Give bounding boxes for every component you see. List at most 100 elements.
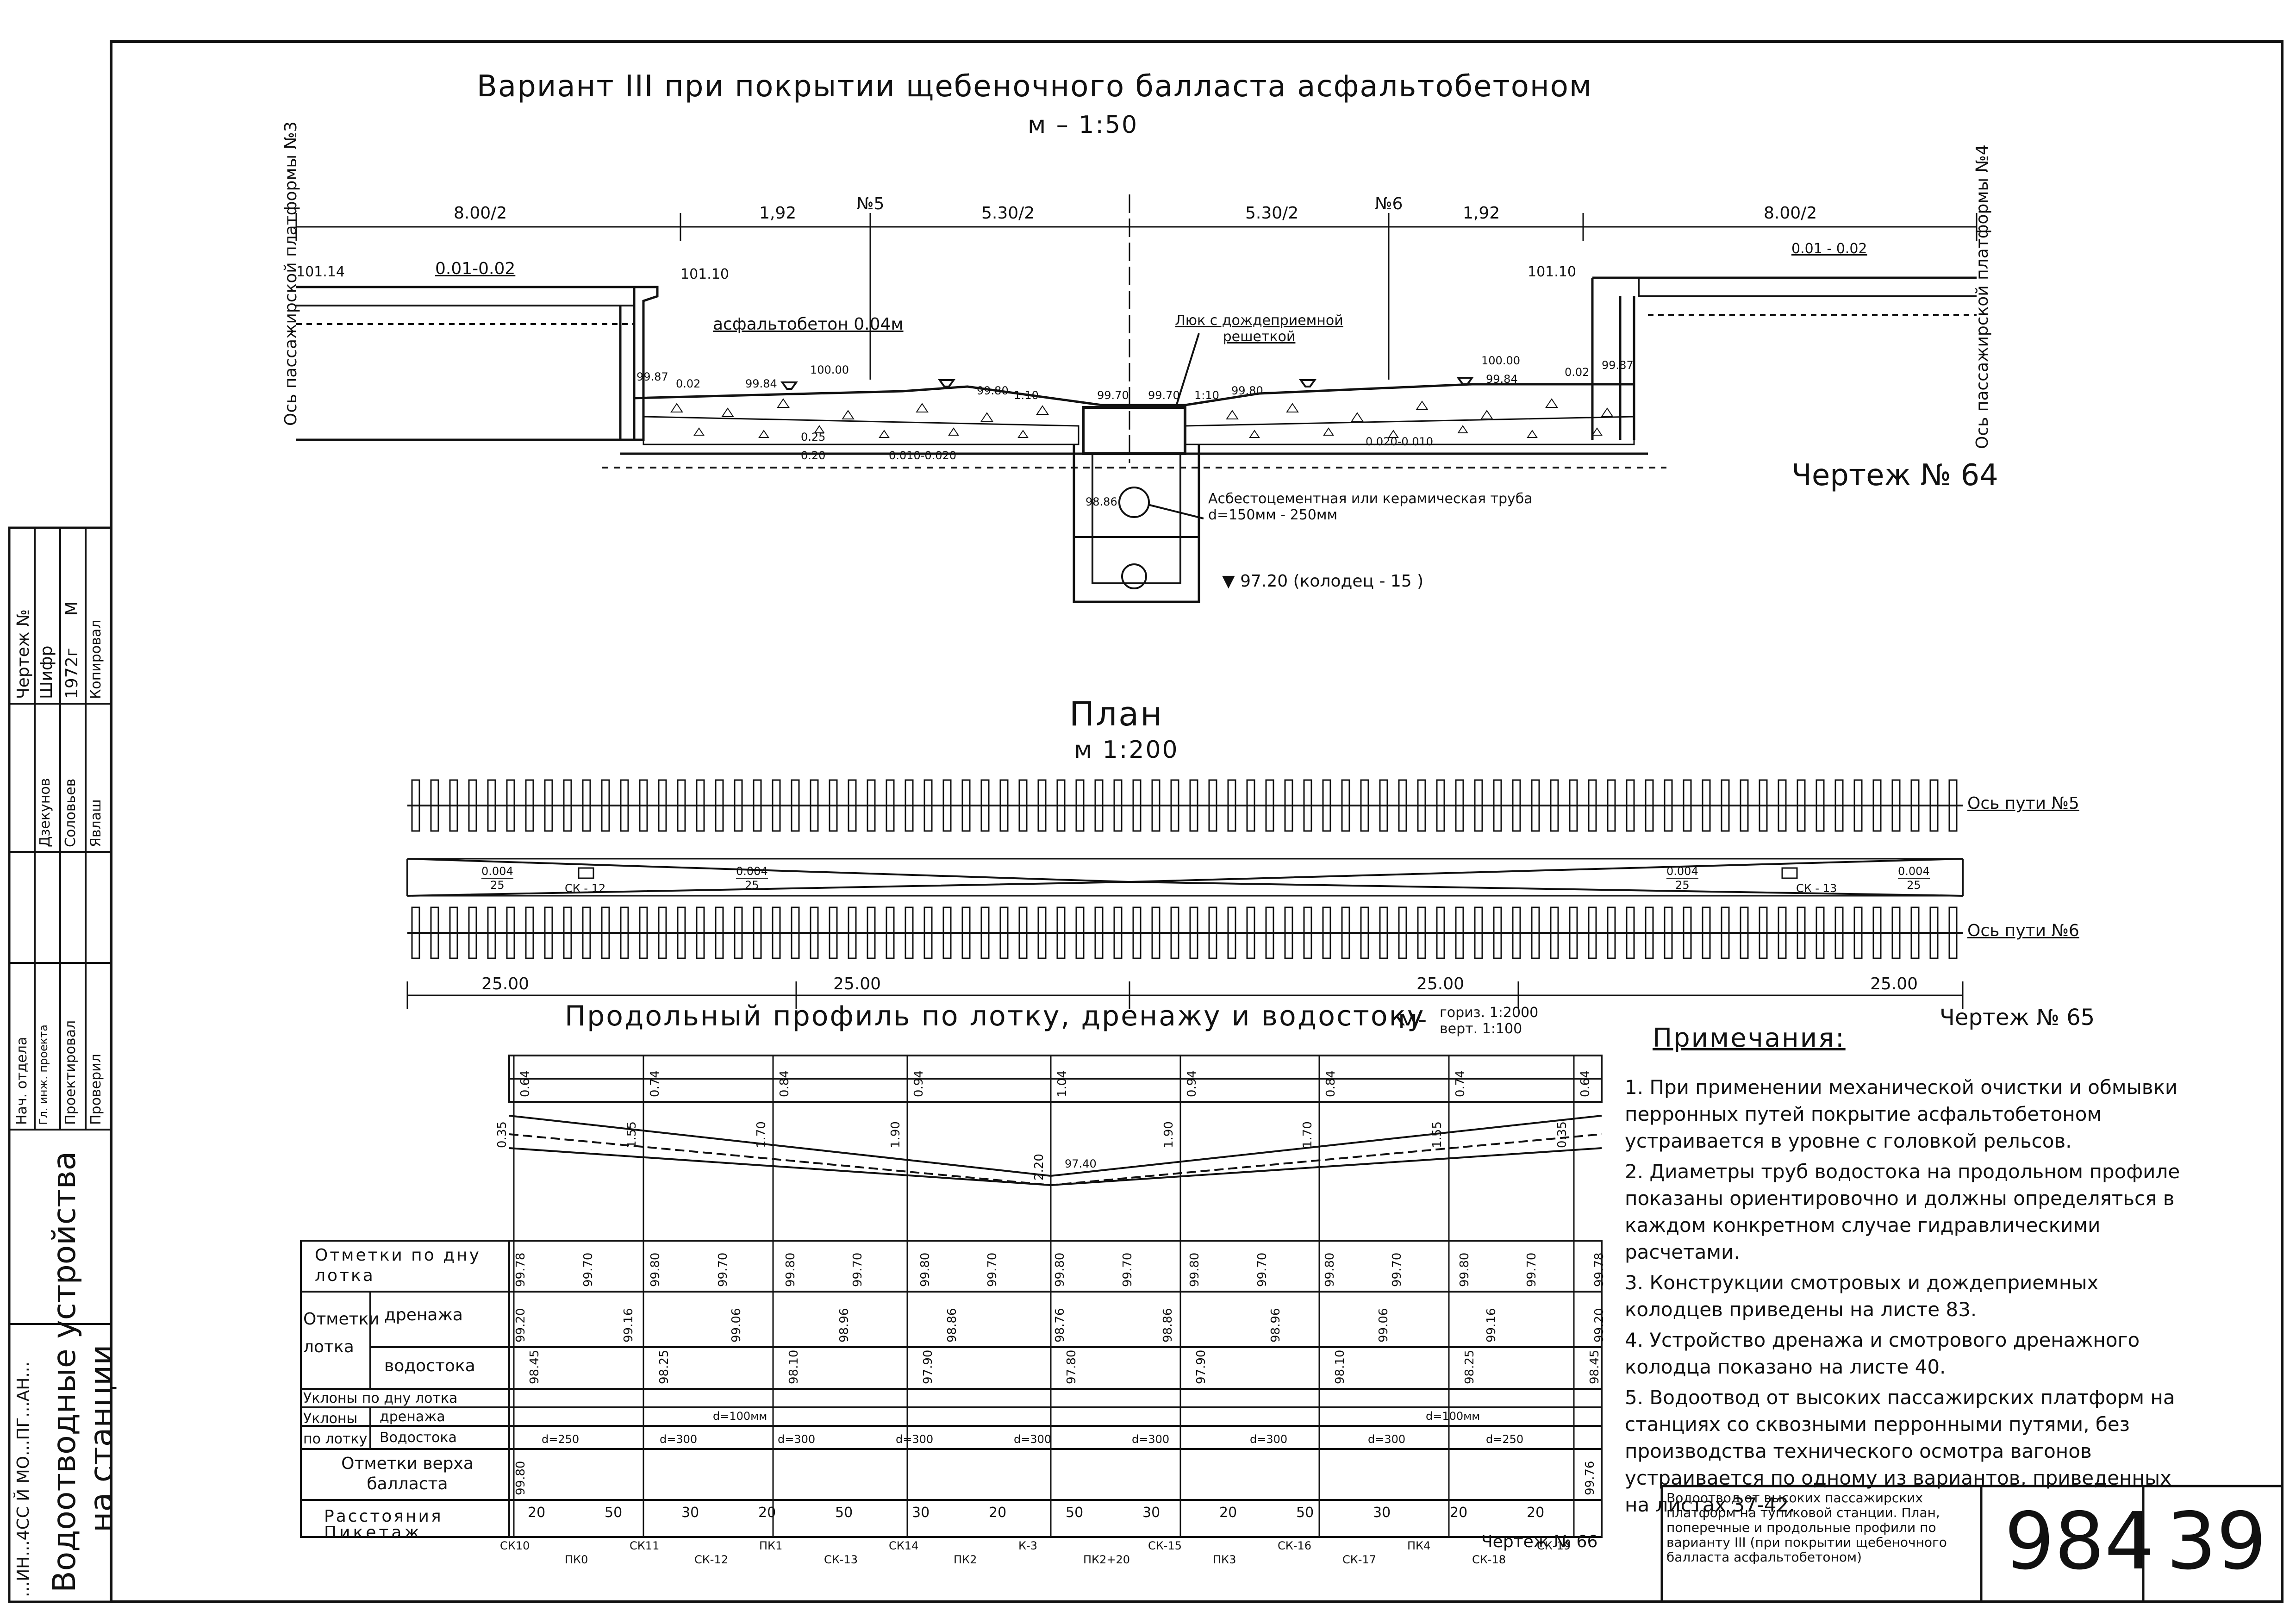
sleeper <box>1550 906 1559 959</box>
plan-title: План <box>1069 694 1164 733</box>
ballast-start-value: 99.80 <box>514 1461 528 1495</box>
sleeper <box>1778 779 1787 832</box>
sleeper <box>487 779 496 832</box>
sleeper <box>980 906 990 959</box>
sleeper <box>601 906 610 959</box>
sleeper <box>1816 779 1825 832</box>
drawing-title: Вариант III при покрытии щебеночного бал… <box>477 69 1593 104</box>
sleeper <box>525 779 534 832</box>
storm-elev-value: 98.10 <box>787 1349 801 1384</box>
plan-dim-2: 25.00 <box>833 974 881 993</box>
picket-label: СК-12 <box>694 1553 728 1566</box>
layer-2: 0.20 <box>801 449 826 462</box>
elev-b: 0.02 <box>676 377 701 390</box>
depth-top-label: 0.84 <box>1324 1070 1338 1097</box>
sleeper <box>1398 779 1407 832</box>
tray-bottom-value: 99.70 <box>1255 1252 1269 1287</box>
depth-top-label: 0.94 <box>1185 1070 1199 1097</box>
dim-8: 8.00/2 <box>1764 204 1817 223</box>
tray-bottom-value: 99.78 <box>1592 1252 1606 1287</box>
sleeper <box>1455 906 1464 959</box>
drain-elev-value: 99.20 <box>1592 1308 1606 1343</box>
sleeper <box>1170 779 1179 832</box>
depth-top-label: 0.64 <box>518 1070 532 1097</box>
sleeper <box>1151 779 1160 832</box>
sleeper <box>1246 779 1255 832</box>
stamp-number: 984 <box>2004 1496 2155 1587</box>
sleeper <box>1246 906 1255 959</box>
note-5: 5. Водоотвод от высоких пассажирских пла… <box>1625 1386 2175 1516</box>
sleeper <box>1037 906 1047 959</box>
distance-value: 50 <box>1296 1505 1314 1521</box>
sleeper <box>620 906 629 959</box>
project-code: ...ИН...4СС Й МО...ПГ...АН... <box>14 1362 33 1597</box>
tray-bottom-value: 99.80 <box>918 1252 932 1287</box>
depth-mid-label: 1.55 <box>1430 1121 1444 1148</box>
drain-elev-value: 98.96 <box>1269 1308 1283 1343</box>
name-2: Соловьев <box>62 778 79 847</box>
sleeper <box>1853 779 1863 832</box>
sleeper <box>848 906 857 959</box>
row-label-distance: Расстояния <box>324 1507 443 1526</box>
sleeper <box>886 906 895 959</box>
storm-pipe-diameter: d=300 <box>778 1433 816 1446</box>
name-1: Дзекунов <box>37 778 53 847</box>
sleeper <box>1929 779 1939 832</box>
elev-right-edge: 101.10 <box>1528 264 1576 280</box>
project-title-2: на станции <box>83 1344 120 1532</box>
pipe-label: Асбестоцементная или керамическая труба … <box>1208 491 1533 523</box>
sleeper <box>1588 779 1597 832</box>
sleeper <box>1607 779 1616 832</box>
picket-label: СК11 <box>630 1539 660 1552</box>
storm-elev-value: 97.90 <box>1194 1349 1208 1384</box>
sleeper <box>563 906 572 959</box>
tray-bottom-value: 99.78 <box>514 1252 528 1287</box>
sleeper <box>1645 906 1654 959</box>
picket-label: СК-17 <box>1342 1553 1376 1566</box>
sleeper <box>1284 779 1293 832</box>
sleeper <box>848 779 857 832</box>
sleeper <box>1056 906 1066 959</box>
elev-left-edge: 101.10 <box>680 266 729 282</box>
storm-elev-value: 98.45 <box>528 1349 542 1384</box>
sleeper <box>961 779 971 832</box>
sleeper <box>999 779 1009 832</box>
sleeper <box>829 906 838 959</box>
storm-elev-value: 97.80 <box>1065 1349 1079 1384</box>
distance-value: 50 <box>605 1505 623 1521</box>
sleeper <box>601 779 610 832</box>
depth-top-label: 0.64 <box>1578 1070 1592 1097</box>
sleeper <box>1360 906 1369 959</box>
depth-mid-label: 1.90 <box>1162 1121 1176 1148</box>
sleeper <box>411 906 420 959</box>
plan-well-13: СК - 13 <box>1796 882 1837 895</box>
tray-bottom-value: 99.80 <box>649 1252 663 1287</box>
drawing-scale: м – 1:50 <box>1028 111 1139 139</box>
plan-dim-4: 25.00 <box>1870 974 1918 993</box>
picket-label: СК10 <box>500 1539 530 1552</box>
sleeper <box>1834 906 1844 959</box>
distance-value: 30 <box>681 1505 699 1521</box>
picket-label: ПК0 <box>565 1553 588 1566</box>
sleeper <box>468 779 477 832</box>
picket-label: СК-18 <box>1472 1553 1506 1566</box>
sleeper <box>1588 906 1597 959</box>
sleeper <box>772 906 781 959</box>
sleeper <box>1664 779 1673 832</box>
picket-label: ПК2 <box>954 1553 977 1566</box>
sleeper <box>1398 906 1407 959</box>
field-3: 1972г <box>62 648 81 699</box>
storm-elev-value: 98.25 <box>657 1349 671 1384</box>
elev-c: 99.84 <box>745 377 777 390</box>
row-label-tray-slope: Уклоны по дну лотка <box>303 1390 458 1406</box>
distance-value: 20 <box>758 1505 776 1521</box>
sleeper <box>677 779 686 832</box>
tray-bottom-value: 99.70 <box>716 1252 730 1287</box>
drain-elev-value: 99.16 <box>622 1308 636 1343</box>
elev-n: 99.87 <box>1602 359 1634 372</box>
sleeper <box>1379 779 1388 832</box>
sleeper <box>1683 779 1692 832</box>
depth-mid-label: 0.35 <box>495 1121 509 1148</box>
